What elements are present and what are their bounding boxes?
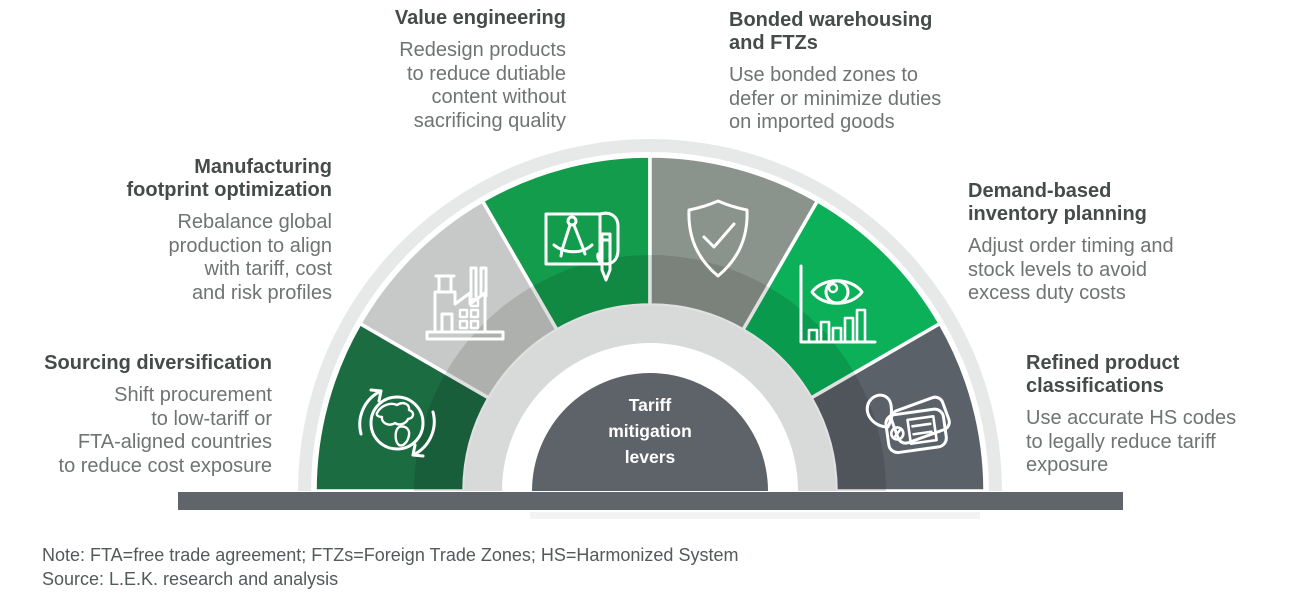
factory-icon bbox=[425, 266, 505, 341]
price-tag-icon bbox=[865, 393, 951, 455]
footer-source: Source: L.E.K. research and analysis bbox=[42, 569, 339, 589]
globe-cycle-icon bbox=[358, 388, 436, 458]
gauge-inner-shadow-band bbox=[414, 255, 886, 491]
baseline-bar bbox=[178, 492, 1123, 510]
gauge-inner-ring bbox=[464, 305, 836, 491]
compass-blueprint-icon bbox=[544, 211, 620, 282]
bar-shadow bbox=[530, 512, 980, 519]
shield-check-icon bbox=[687, 199, 749, 278]
heading-sourcing-diversification: Sourcing diversification bbox=[44, 352, 272, 374]
gauge-center-dome bbox=[532, 373, 768, 491]
footer-note: Note: FTA=free trade agreement; FTZs=For… bbox=[42, 545, 739, 565]
label-block-sourcing-diversification: Sourcing diversification Shift procureme… bbox=[44, 352, 272, 478]
eye-chart-icon bbox=[799, 264, 877, 344]
footer: Note: FTA=free trade agreement; FTZs=For… bbox=[42, 543, 738, 591]
heading-value-engineering: Value engineering bbox=[394, 7, 566, 29]
